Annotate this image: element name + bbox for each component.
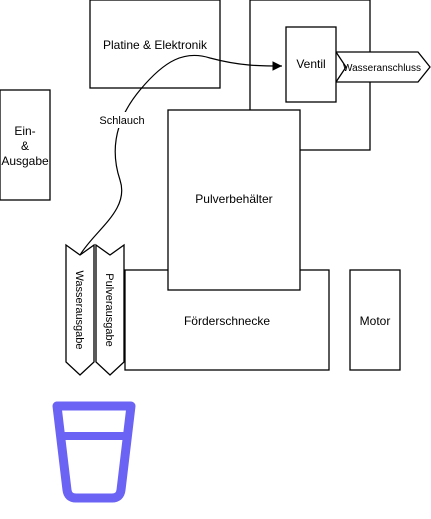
pulverbehaelter-label: Pulverbehälter <box>195 192 272 206</box>
wasseranschluss-label: Wasseranschluss <box>343 63 421 74</box>
schlauch-label: Schlauch <box>99 115 144 127</box>
ein-ausgabe-box <box>0 89 51 201</box>
motor-box <box>349 269 401 371</box>
pulverausgabe-connector <box>95 243 125 376</box>
platine-label: Platine & Elektronik <box>103 38 208 52</box>
pulverbehaelter-box <box>167 109 301 291</box>
ein-ausgabe-label-line2: & <box>21 139 29 153</box>
glass-icon <box>52 401 136 503</box>
ventil-label: Ventil <box>296 57 325 71</box>
ein-ausgabe-label-line1: Ein- <box>14 124 35 138</box>
ein-ausgabe-label-line3: Ausgabe <box>1 154 49 168</box>
pulverausgabe-label: Pulverausgabe <box>103 273 115 346</box>
schlauch-label-bg <box>96 112 148 128</box>
schlauch-connector <box>79 54 283 256</box>
wasseranschluss-connector <box>334 51 431 83</box>
wasserausgabe-label: Wasserausgabe <box>73 270 85 349</box>
foerderschnecke-label: Förderschnecke <box>184 314 270 328</box>
ventil-box <box>285 26 337 103</box>
motor-label: Motor <box>360 314 391 328</box>
